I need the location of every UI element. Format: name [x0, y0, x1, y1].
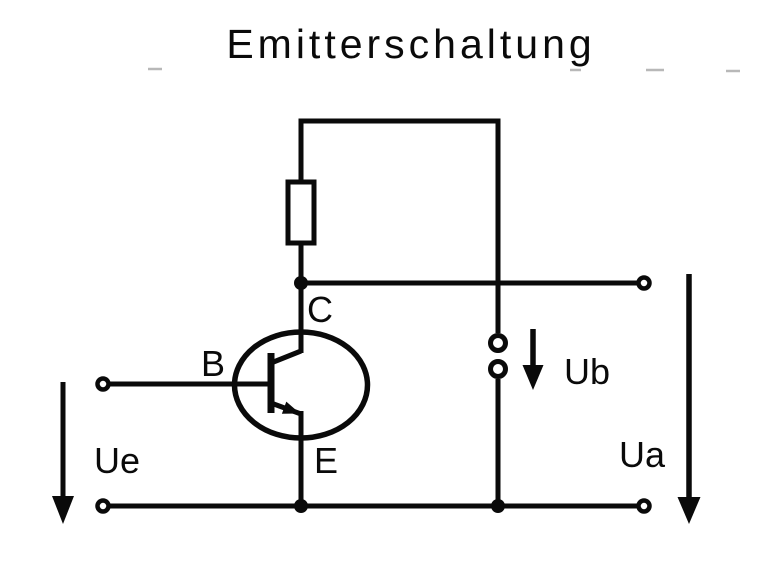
label-emitter: E — [314, 440, 338, 481]
wire-top-loop — [298, 118, 501, 333]
transistor-collector-diagonal — [270, 348, 302, 366]
supply-tap-circle-top — [488, 333, 508, 353]
resistor-symbol — [285, 179, 317, 246]
ub-arrow-icon — [522, 329, 544, 390]
label-supply-voltage: Ub — [564, 351, 610, 392]
junction-dot-emitter — [294, 499, 308, 513]
terminal-output-bottom — [636, 498, 652, 514]
wires — [110, 118, 639, 509]
ua-arrow-icon — [677, 274, 701, 524]
terminal-input-top — [95, 376, 111, 392]
scan-artifact-dashes — [148, 67, 740, 73]
transistor-symbol — [267, 348, 302, 417]
junction-dot-supply — [491, 499, 505, 513]
label-base: B — [201, 343, 225, 384]
terminal-output-top — [636, 275, 652, 291]
terminal-input-bottom — [95, 498, 111, 514]
emitter-arrowhead-icon — [281, 401, 300, 414]
label-collector: C — [307, 289, 333, 330]
diagram-title: Emitterschaltung — [226, 21, 595, 67]
ue-arrow-icon — [52, 382, 74, 524]
label-output-voltage: Ua — [619, 434, 666, 475]
supply-tap-circle-bottom — [488, 359, 508, 379]
junction-dot-collector — [294, 276, 308, 290]
label-input-voltage: Ue — [94, 440, 140, 481]
